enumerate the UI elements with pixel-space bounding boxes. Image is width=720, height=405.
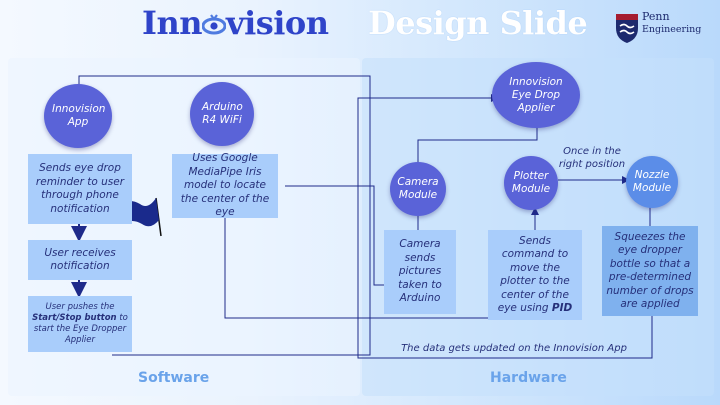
eye-icon	[201, 7, 227, 35]
plotter-module-node: Plotter Module	[504, 156, 558, 210]
step-receive-notification: User receives notification	[28, 240, 132, 280]
step3-text: User pushes the Start/Stop button to sta…	[32, 302, 128, 346]
plotter-desc-bold: PID	[551, 302, 573, 314]
title-part-b: vision	[226, 4, 329, 42]
camera-module-node: Camera Module	[390, 162, 446, 216]
arduino-description: Uses Google MediaPipe Iris model to loca…	[172, 152, 278, 219]
camera-description: Camera sends pictures taken to Arduino	[384, 230, 456, 314]
app-node-label: Innovision App	[52, 103, 106, 128]
position-note: Once in the right position	[558, 146, 626, 170]
eye-drop-applier-node: Innovision Eye Drop Applier	[492, 62, 580, 128]
slide-title: Inn vision	[142, 4, 329, 42]
arduino-node-label: Arduino R4 WiFi	[202, 101, 243, 126]
plotter-desc-text: Sends command to move the plotter to the…	[492, 235, 578, 316]
nozzle-module-node: Nozzle Module	[626, 156, 678, 208]
line-update	[357, 94, 653, 359]
line-app-to-applier	[78, 75, 371, 356]
line-arduino-to-plotter	[224, 218, 552, 319]
nozzle-node-label: Nozzle Module	[632, 169, 672, 194]
slide-subtitle: Design Slide	[368, 4, 588, 42]
camera-desc-text: Camera sends pictures taken to Arduino	[398, 238, 442, 305]
plotter-description: Sends command to move the plotter to the…	[488, 230, 582, 320]
step2-text: User receives notification	[44, 246, 116, 273]
nozzle-description: Squeezes the eye dropper bottle so that …	[602, 226, 698, 316]
step-push-button: User pushes the Start/Stop button to sta…	[28, 296, 132, 352]
penn-shield-icon	[614, 12, 706, 46]
step3-post: to start the Eye Dropper Applier	[33, 313, 128, 345]
step3-bold: Start/Stop button	[32, 313, 117, 323]
nozzle-desc-text: Squeezes the eye dropper bottle so that …	[606, 230, 694, 311]
step1-text: Sends eye drop reminder to user through …	[35, 162, 125, 215]
hardware-section-label: Hardware	[490, 370, 567, 386]
step3-pre: User pushes the	[45, 302, 115, 312]
innovision-app-node: Innovision App	[44, 84, 112, 148]
logo-engineering: Engineering	[642, 24, 702, 35]
arduino-desc-text: Uses Google MediaPipe Iris model to loca…	[180, 152, 270, 219]
line-applier-to-camera	[417, 124, 538, 166]
software-section-label: Software	[138, 370, 210, 386]
title-part-a: Inn	[142, 4, 203, 42]
camera-node-label: Camera Module	[397, 176, 439, 201]
step-send-reminder: Sends eye drop reminder to user through …	[28, 154, 132, 224]
logo-penn: Penn	[642, 10, 670, 23]
update-note: The data gets updated on the Innovision …	[401, 343, 627, 354]
plotter-desc-pre: Sends command to move the plotter to the…	[497, 234, 570, 315]
arduino-node: Arduino R4 WiFi	[190, 82, 254, 146]
plotter-node-label: Plotter Module	[511, 170, 551, 195]
applier-node-label: Innovision Eye Drop Applier	[509, 75, 563, 114]
